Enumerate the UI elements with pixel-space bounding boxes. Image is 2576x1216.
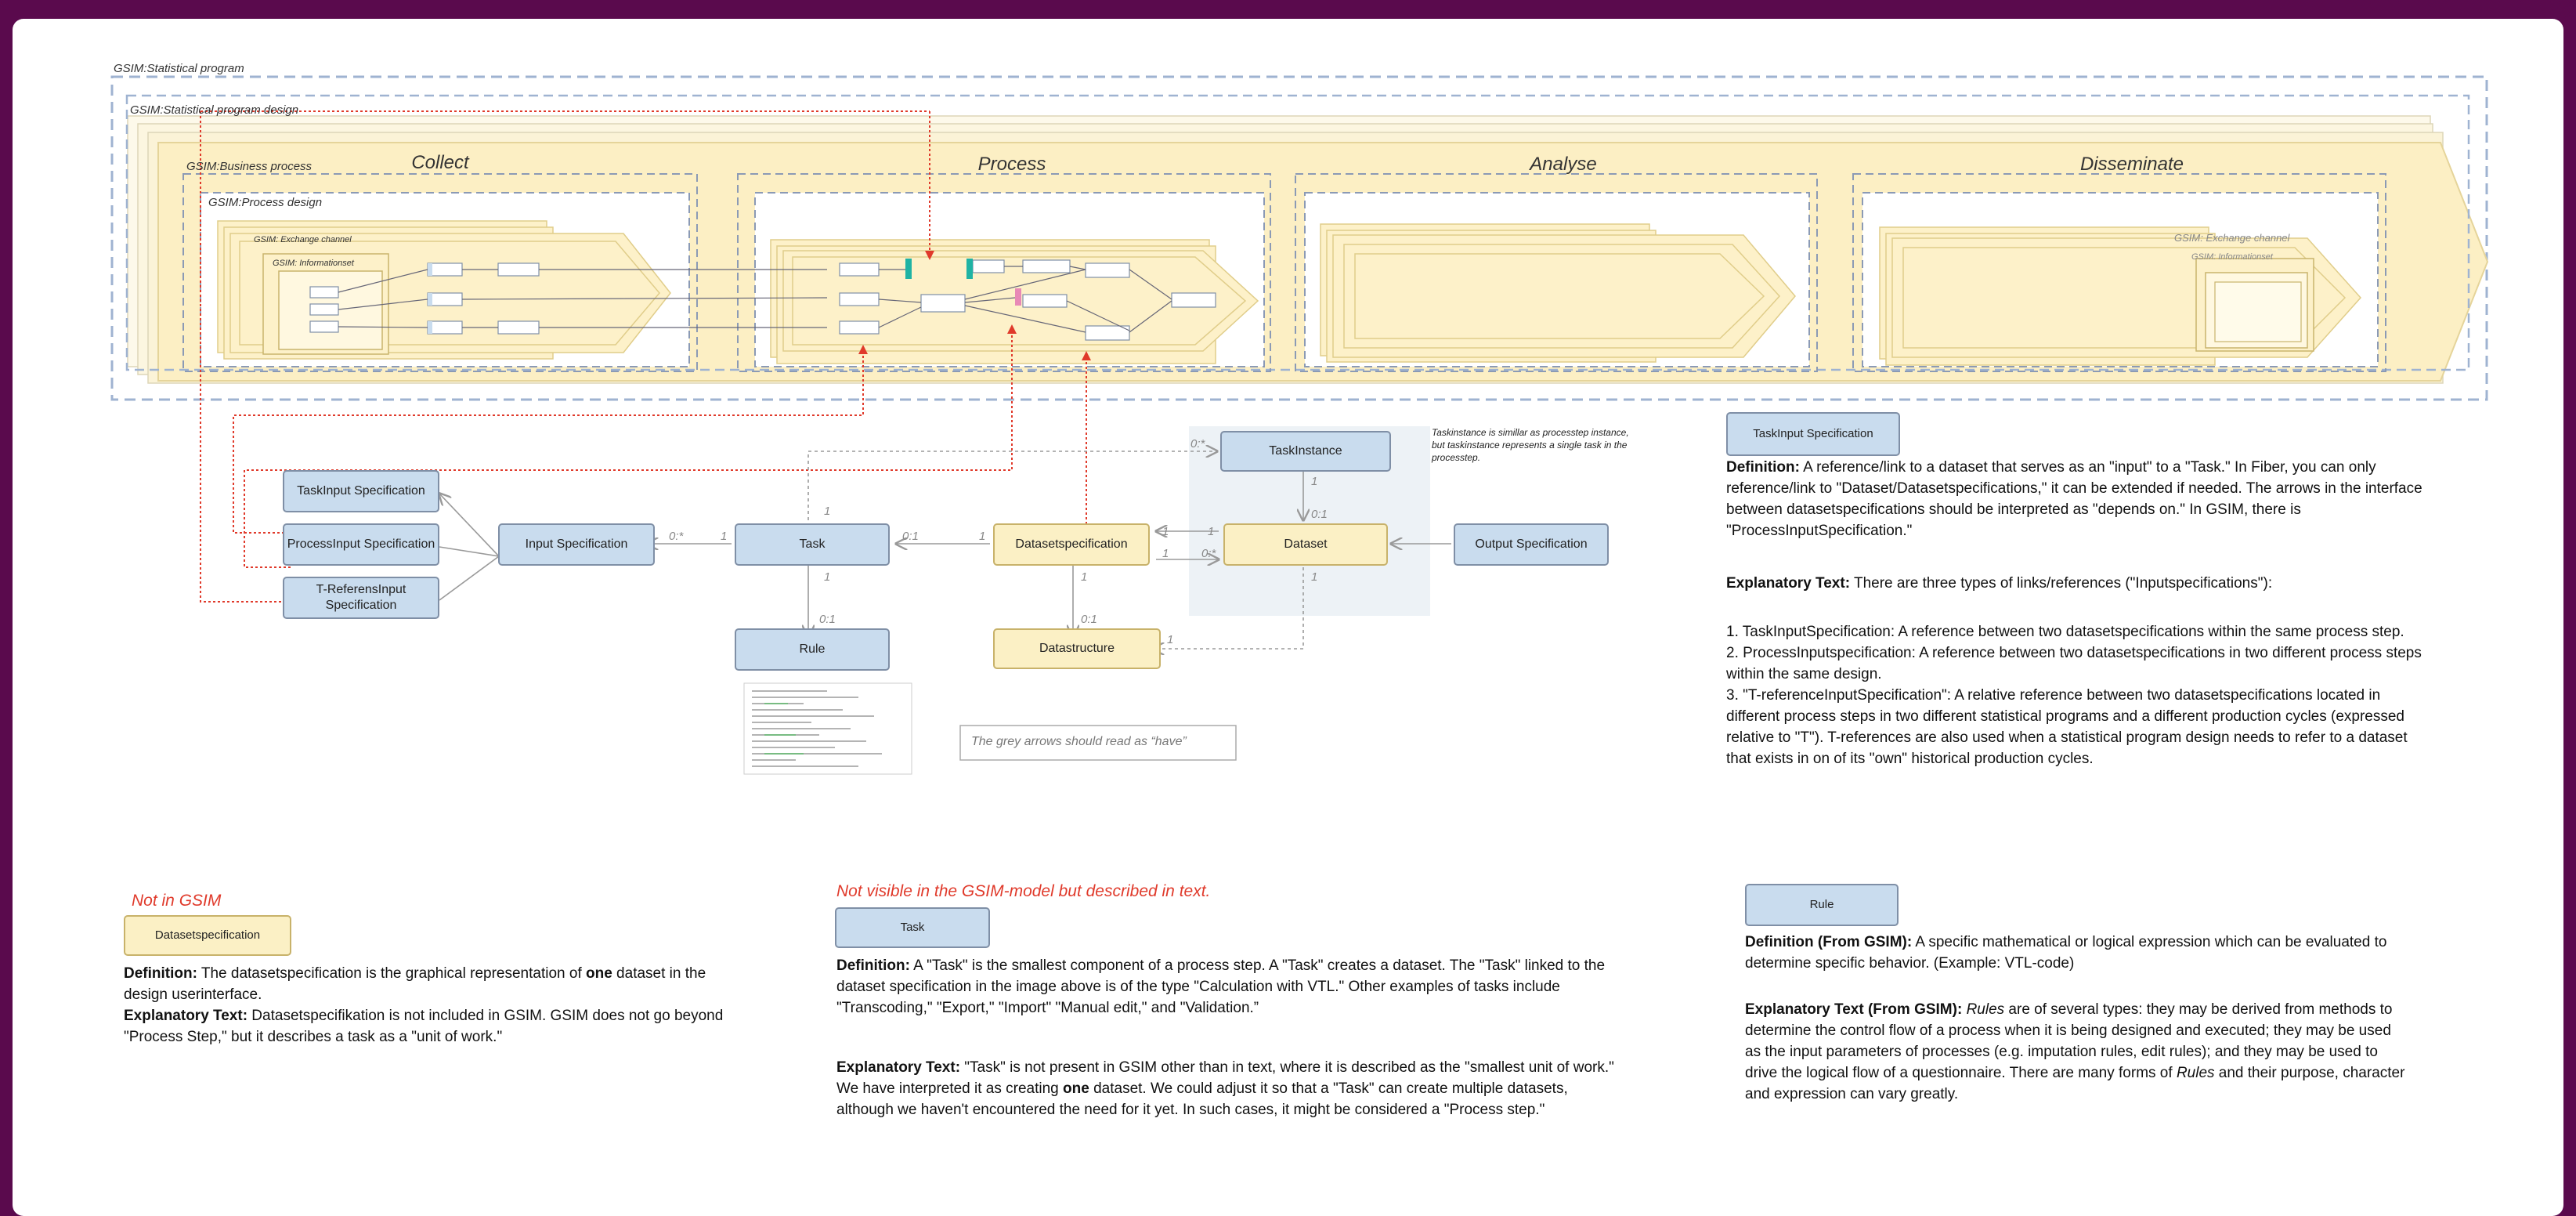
- mult-task-bottom: 1: [824, 570, 831, 584]
- taskinput-items: 1. TaskInputSpecification: A reference b…: [1726, 622, 2431, 770]
- statistical-program-design-label: GSIM:Statistical program design: [130, 103, 299, 117]
- process-input-spec-box: ProcessInput Specification: [283, 523, 439, 566]
- mult-task-right: 0:1: [902, 530, 919, 543]
- taskinput-explanatory: Explanatory Text: There are three types …: [1726, 574, 2431, 595]
- taskinput-definition: Definition: A reference/link to a datase…: [1726, 458, 2431, 542]
- process-diagram-graphics: [110, 75, 2489, 603]
- mult-ds-left: 1: [979, 530, 986, 543]
- mult-datastructure-top: 0:1: [1081, 613, 1097, 626]
- informationset-right-label: GSIM: Informationset: [2191, 252, 2273, 262]
- t-referens-input-spec-box: T-ReferensInput Specification: [283, 577, 439, 619]
- taskinput-item-2: 2. ProcessInputspecification: A referenc…: [1726, 644, 2422, 682]
- output-spec-box: Output Specification: [1454, 523, 1609, 566]
- dsspec-definition-label: Definition:: [124, 965, 197, 982]
- mult-rule-top: 0:1: [819, 613, 836, 626]
- rule-explanatory-c: and their purpose, character and express…: [1745, 1064, 2405, 1102]
- taskinput-item-1: 1. TaskInputSpecification: A reference b…: [1726, 624, 2404, 640]
- dsspec-badge: Datasetspecification: [124, 915, 291, 956]
- process-design-label: GSIM:Process design: [208, 196, 323, 209]
- rule-box: Rule: [735, 628, 890, 671]
- datasetspecification-box: Datasetspecification: [993, 523, 1150, 566]
- mult-dataset-top: 0:1: [1311, 508, 1328, 521]
- rule-explanatory-label: Explanatory Text (From GSIM):: [1745, 1001, 1963, 1018]
- task-explanatory-b: dataset. We could adjust it so that a "T…: [836, 1080, 1568, 1118]
- rule-definition-text: A specific mathematical or logical expre…: [1745, 934, 2387, 972]
- rule-definition: Definition (From GSIM): A specific mathe…: [1745, 932, 2411, 975]
- rule-explanatory-italic2: Rules: [2176, 1064, 2215, 1081]
- business-process-label: GSIM:Business process: [186, 160, 313, 173]
- mult-ti-bottom: 1: [1311, 475, 1318, 488]
- dsspec-definition-b: dataset in the design userinterface.: [124, 965, 706, 1003]
- taskinstance-box: TaskInstance: [1220, 431, 1391, 472]
- task-explanatory-bold: one: [1063, 1080, 1089, 1097]
- dsspec-heading: Not in GSIM: [132, 892, 222, 910]
- mult-input-right: 1: [721, 530, 728, 543]
- taskinput-explanatory-text: There are three types of links/reference…: [1850, 575, 2273, 592]
- dsspec-definition-bold: one: [586, 965, 612, 982]
- rule-explanatory-b: are of several types: they may be derive…: [1745, 1001, 2393, 1081]
- task-definition-text: A "Task" is the smallest component of a …: [836, 957, 1606, 1016]
- dsspec-text: Definition: The datasetspecification is …: [124, 964, 750, 1048]
- datastructure-box: Datastructure: [993, 628, 1161, 669]
- task-definition-label: Definition:: [836, 957, 910, 974]
- dsspec-explanatory-label: Explanatory Text:: [124, 1007, 248, 1024]
- dsspec-definition-a: The datasetspecification is the graphica…: [197, 965, 586, 982]
- taskinput-item-3: 3. "T-referenceInputSpecification": A re…: [1726, 686, 2408, 767]
- task-box: Task: [735, 523, 890, 566]
- input-spec-box: Input Specification: [498, 523, 655, 566]
- dsspec-definition: Definition: The datasetspecification is …: [124, 964, 750, 1006]
- task-heading: Not visible in the GSIM-model but descri…: [836, 882, 1211, 900]
- mult-input-left: 0:*: [669, 530, 684, 543]
- phase-process: Process: [977, 154, 1046, 175]
- statistical-program-label: GSIM:Statistical program: [114, 62, 244, 75]
- dsspec-explanatory: Explanatory Text: Datasetspecifikation i…: [124, 1006, 750, 1048]
- task-badge: Task: [835, 907, 990, 948]
- mult-dataset-bottom-left: 0:*: [1201, 547, 1216, 560]
- taskinput-definition-label: Definition:: [1726, 459, 1800, 476]
- mult-dataset-bottom: 1: [1311, 570, 1318, 584]
- phase-disseminate: Disseminate: [2079, 154, 2184, 175]
- phase-collect: Collect: [411, 152, 469, 173]
- task-explanatory-label: Explanatory Text:: [836, 1059, 961, 1076]
- mult-task-top: 1: [824, 505, 831, 518]
- exchange-channel-label: GSIM: Exchange channel: [254, 235, 352, 244]
- taskinput-badge: TaskInput Specification: [1726, 412, 1900, 456]
- rule-badge: Rule: [1745, 884, 1899, 926]
- rule-definition-label: Definition (From GSIM):: [1745, 934, 1913, 950]
- informationset-label: GSIM: Informationset: [273, 259, 354, 268]
- task-explanatory-a: "Task" is not present in GSIM other than…: [836, 1059, 1614, 1097]
- mult-ds-right-bottom: 1: [1162, 547, 1169, 560]
- rule-explanatory-italic: Rules: [1966, 1001, 2005, 1018]
- grey-arrows-note: The grey arrows should read as “have”: [971, 735, 1187, 748]
- mult-dsspec-bottom: 1: [1081, 570, 1088, 584]
- task-input-spec-box: TaskInput Specification: [283, 470, 439, 512]
- exchange-channel-right-label: GSIM: Exchange channel: [2174, 232, 2290, 244]
- mult-dataset-top-left: 1: [1208, 525, 1215, 538]
- dataset-box: Dataset: [1223, 523, 1388, 566]
- mult-ds-right-top: 1: [1162, 525, 1169, 538]
- mult-ti-top: 0:*: [1190, 437, 1205, 451]
- phase-analyse: Analyse: [1530, 154, 1597, 175]
- task-explanatory: Explanatory Text: "Task" is not present …: [836, 1058, 1628, 1121]
- taskinput-definition-text: A reference/link to a dataset that serve…: [1726, 459, 2422, 539]
- dsspec-explanatory-text: Datasetspecifikation is not included in …: [124, 1007, 724, 1045]
- task-definition: Definition: A "Task" is the smallest com…: [836, 956, 1628, 1019]
- taskinstance-note: Taskinstance is simillar as processtep i…: [1432, 427, 1629, 464]
- taskinput-explanatory-label: Explanatory Text:: [1726, 575, 1851, 592]
- diagram-canvas: GSIM:Statistical program GSIM:Statistica…: [13, 19, 2563, 1216]
- rule-explanatory: Explanatory Text (From GSIM): Rules are …: [1745, 1000, 2411, 1106]
- mult-datastructure-right: 1: [1167, 633, 1174, 646]
